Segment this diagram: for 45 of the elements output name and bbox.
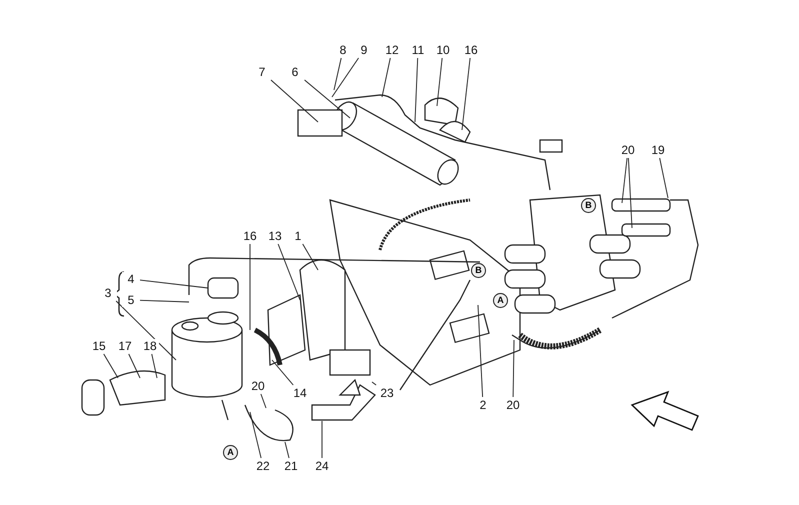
leader-line xyxy=(304,80,350,118)
leader-line xyxy=(332,58,359,98)
leader-line xyxy=(302,244,318,270)
leader-line xyxy=(270,80,318,122)
leader-line xyxy=(414,58,418,122)
callout-number: 20 xyxy=(504,398,522,412)
callout-number: 20 xyxy=(249,379,267,393)
callout-number: 17 xyxy=(116,339,134,353)
leader-line xyxy=(272,360,294,386)
callout-number: 16 xyxy=(462,43,480,57)
callout-number: 19 xyxy=(649,143,667,157)
callout-number: 4 xyxy=(122,272,140,286)
callout-number: 23 xyxy=(378,386,396,400)
leader-line xyxy=(462,58,471,130)
leader-line xyxy=(628,158,632,228)
leader-line xyxy=(140,280,208,288)
callout-number: 20 xyxy=(619,143,637,157)
callout-number: 18 xyxy=(141,339,159,353)
callout-number: 24 xyxy=(313,459,331,473)
leader-line xyxy=(284,442,290,458)
callout-number: 15 xyxy=(90,339,108,353)
callout-number: 21 xyxy=(282,459,300,473)
leader-line xyxy=(659,158,668,198)
leader-line xyxy=(116,300,176,360)
leader-line xyxy=(512,340,514,398)
leader-line xyxy=(260,394,266,408)
leader-line xyxy=(140,300,190,302)
callout-number: 16 xyxy=(241,229,259,243)
leader-line xyxy=(103,354,118,378)
callout-number: 13 xyxy=(266,229,284,243)
leader-line xyxy=(478,304,484,398)
leader-line xyxy=(151,354,158,378)
callout-number: 10 xyxy=(434,43,452,57)
leader-line xyxy=(250,412,262,458)
callout-number: 12 xyxy=(383,43,401,57)
leader-line xyxy=(128,354,140,378)
leader-line xyxy=(372,382,377,386)
leader-line xyxy=(334,58,342,90)
callout-number: 22 xyxy=(254,459,272,473)
circled-letter: A xyxy=(223,445,238,460)
leader-line xyxy=(622,158,628,204)
leader-line xyxy=(278,244,300,300)
leader-line xyxy=(436,58,443,106)
callout-number: 14 xyxy=(291,386,309,400)
leader-line xyxy=(382,58,391,98)
